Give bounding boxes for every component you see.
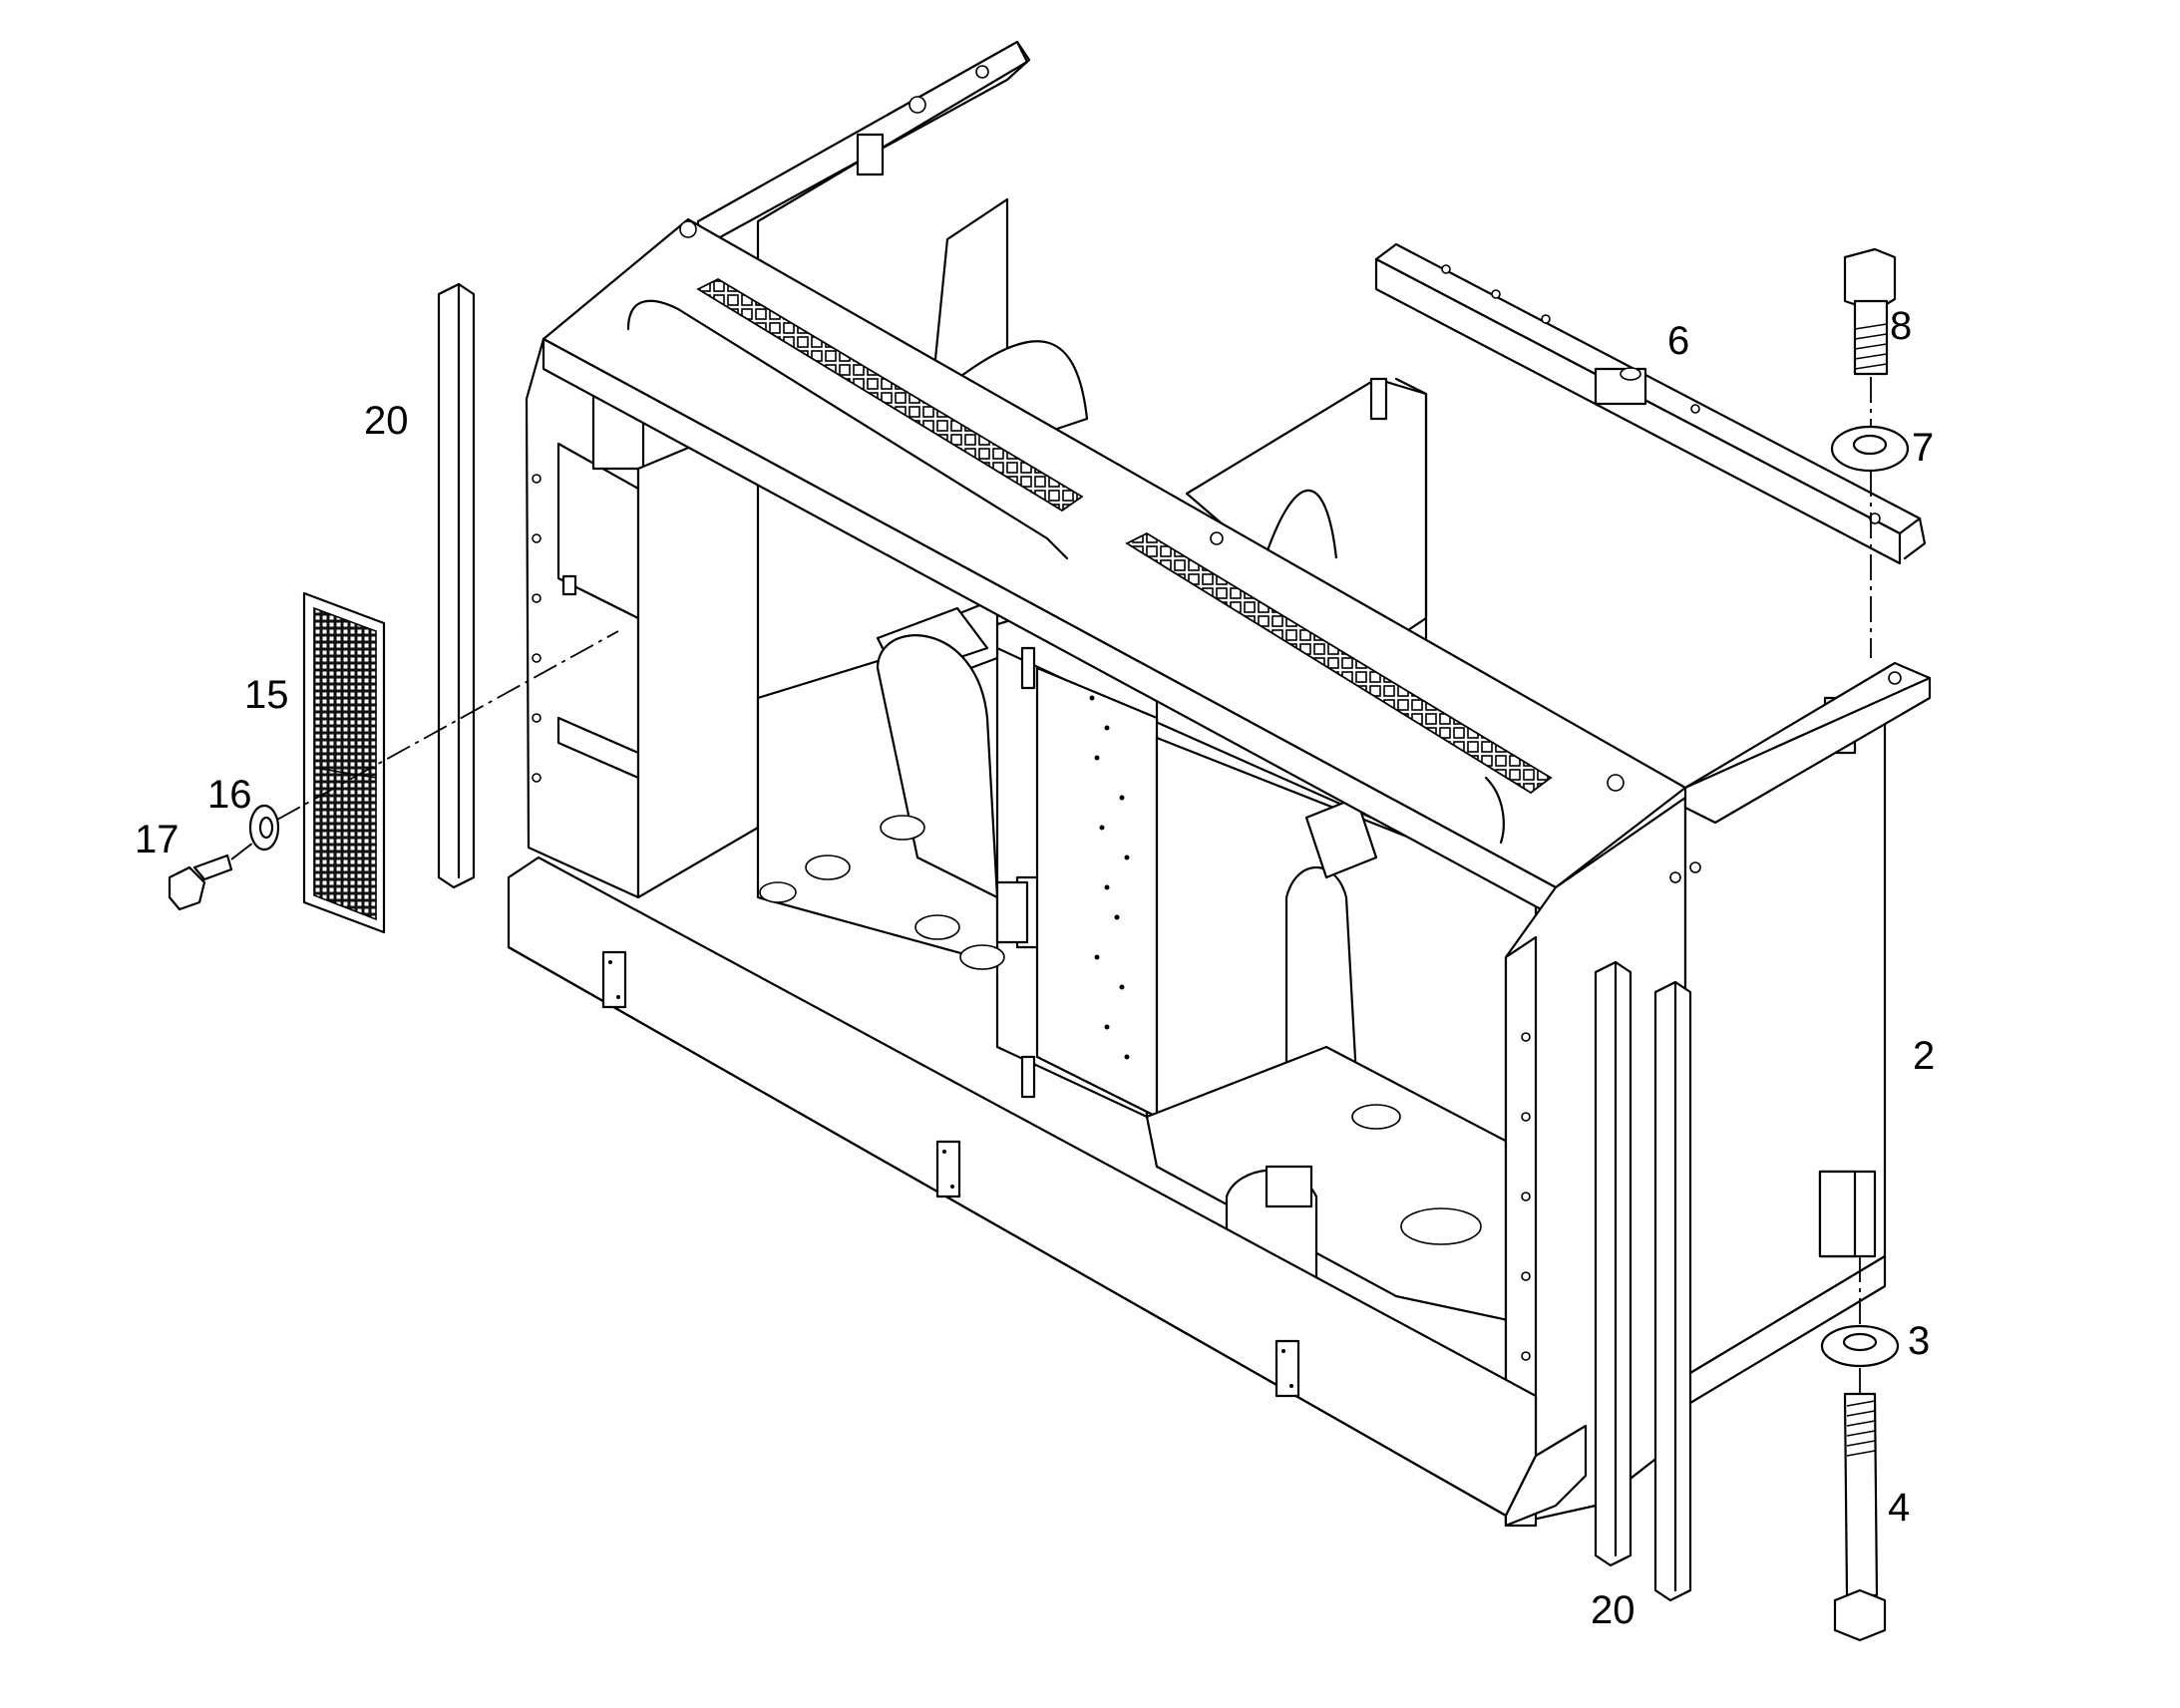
callout-part-2: 2 [1913,1034,1935,1078]
callout-part-20-left: 20 [364,399,409,443]
top-beam [542,217,1687,919]
left-end-plate [525,297,645,899]
column-holes [1089,695,1130,1060]
callout-part-20-bottom: 20 [1591,1588,1635,1632]
upper-bracket [1374,242,1927,565]
top-washer [1830,425,1910,473]
callout-part-3: 3 [1908,1319,1930,1363]
vent-grille [302,591,386,934]
callout-part-15: 15 [244,673,289,717]
callout-part-4: 4 [1888,1486,1910,1530]
seal-strip-bottom-a [1594,960,1633,1567]
lower-washer [1820,1324,1900,1368]
callout-part-17: 17 [135,818,180,861]
bottom-front-rail [507,855,1588,1528]
assembly-lines [230,377,1872,1394]
seal-strip-bottom-b [1653,980,1692,1602]
callout-part-6: 6 [1667,319,1689,363]
lower-bracket [1683,661,1932,825]
interior [636,417,1538,1328]
top-bolt [1843,247,1897,376]
long-bolt [1833,1392,1887,1642]
callout-part-8: 8 [1890,304,1912,348]
callout-labels: 20 15 16 17 6 8 7 2 3 4 20 [135,304,1935,1632]
grille-washer [248,804,280,852]
grille-screw [168,854,233,911]
callout-part-7: 7 [1912,426,1934,470]
seal-strip-left [437,282,476,889]
callout-part-16: 16 [207,773,252,817]
